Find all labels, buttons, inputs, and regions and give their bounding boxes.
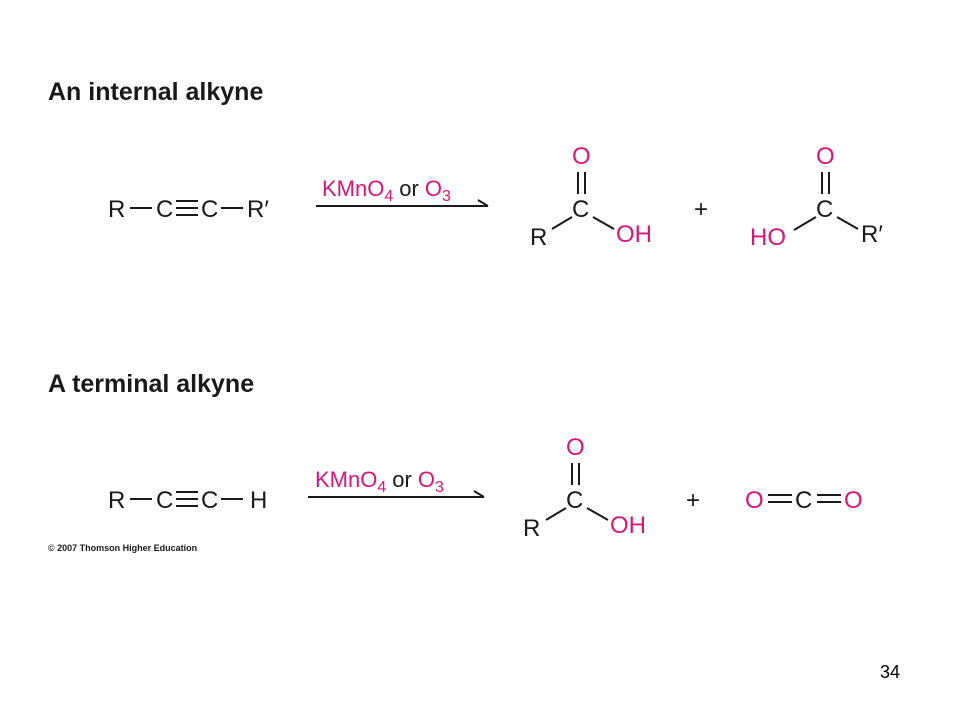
reactant-c2: C [201, 487, 218, 514]
copyright-notice: © 2007 Thomson Higher Education [48, 543, 198, 553]
product-r: R [523, 515, 540, 542]
terminal-product-carboxylic-acid: O C R OH [523, 434, 646, 542]
internal-product-carboxylic-acid-2: O C HO R′ [750, 143, 883, 251]
hydroxyl-group: HO [750, 224, 786, 251]
single-bond [545, 507, 567, 521]
carbonyl-oxygen: O [572, 143, 591, 170]
reactant-r-prime: R′ [247, 196, 269, 223]
carbonyl-carbon: C [572, 196, 589, 223]
oxygen-left: O [745, 487, 764, 514]
triple-bond [176, 491, 198, 507]
reactant-r: R [108, 487, 125, 514]
terminal-reactant: R C C H [108, 487, 267, 514]
reaction-arrow [308, 490, 485, 498]
plus-sign: + [686, 487, 700, 514]
oxygen-right: O [844, 487, 863, 514]
internal-product-carboxylic-acid: O C R OH [530, 143, 652, 251]
carbonyl-oxygen: O [816, 143, 835, 170]
internal-reactant: R C C R′ [108, 196, 269, 223]
single-bond [586, 507, 609, 521]
reactant-r: R [108, 196, 125, 223]
single-bond [793, 216, 817, 231]
carbon-dioxide: O C O [745, 487, 863, 514]
reactant-c1: C [156, 196, 173, 223]
hydroxyl-group: OH [610, 512, 646, 539]
carbonyl-carbon: C [566, 487, 583, 514]
central-carbon: C [795, 487, 812, 514]
single-bond [551, 216, 573, 230]
carbonyl-oxygen: O [566, 434, 585, 461]
page-number: 34 [880, 662, 901, 682]
single-bond [836, 216, 859, 230]
terminal-alkyne-title: A terminal alkyne [48, 370, 255, 398]
reactant-c1: C [156, 487, 173, 514]
product-r: R [530, 224, 547, 251]
product-r-prime: R′ [861, 221, 883, 248]
reactant-c2: C [201, 196, 218, 223]
single-bond [592, 216, 615, 230]
plus-sign: + [694, 196, 708, 223]
reaction-arrow [316, 199, 489, 207]
internal-alkyne-title: An internal alkyne [48, 78, 264, 106]
triple-bond [176, 200, 198, 216]
hydroxyl-group: OH [616, 221, 652, 248]
carbonyl-carbon: C [816, 196, 833, 223]
reactant-h: H [250, 487, 267, 514]
